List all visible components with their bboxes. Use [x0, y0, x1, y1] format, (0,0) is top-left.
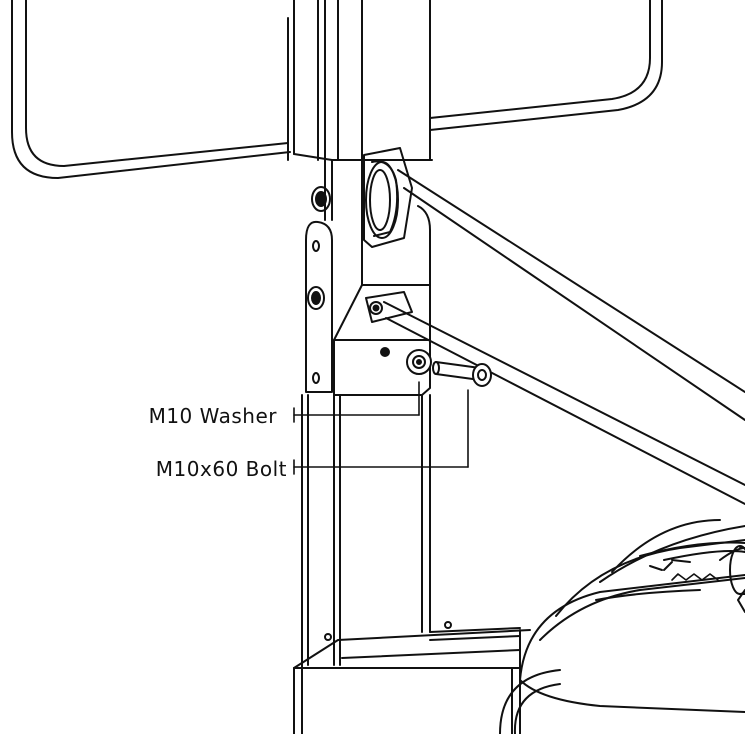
vertical-post: [287, 0, 433, 735]
m10-washer: [406, 349, 432, 375]
hinge-plate: [305, 220, 333, 393]
washer-callout-label: M10 Washer: [148, 404, 277, 428]
upper-mount: [363, 147, 413, 248]
left-panel: [11, 0, 291, 179]
front-bracket: [333, 159, 431, 396]
diagonal-braces: [383, 169, 745, 505]
base-frame: [293, 621, 531, 735]
leader-lines: [293, 381, 469, 475]
post-bolt-upper: [311, 186, 331, 212]
bracket-hole: [380, 347, 390, 357]
dome-hub: [499, 519, 745, 735]
bolt-callout-label: M10x60 Bolt: [155, 457, 287, 481]
m10x60-bolt: [432, 361, 492, 387]
lower-mount: [365, 291, 413, 323]
right-panel: [429, 0, 663, 131]
